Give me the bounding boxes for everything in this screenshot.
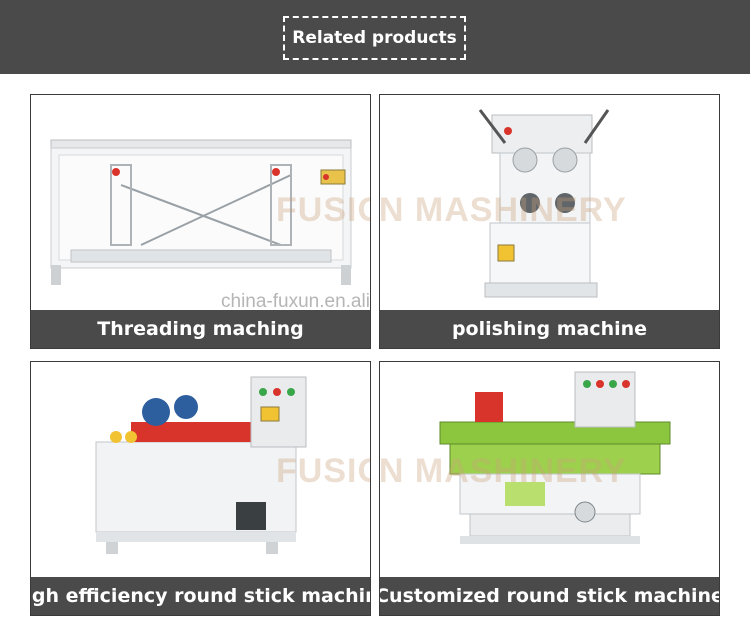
product-caption[interactable]: Threading maching [31, 310, 370, 348]
product-card-threading[interactable]: FUSION MASHINERY china-fuxun.en.alibaba.… [30, 94, 371, 349]
section-title: Related products [283, 16, 466, 60]
header-banner: Related products [0, 0, 750, 74]
product-image-high-efficiency-round-stick-machine[interactable]: FUSION MASHINERY [31, 362, 370, 577]
watermark-url: china-fuxun.en.alibaba.com [221, 291, 370, 312]
product-card-high-efficiency[interactable]: FUSION MASHINERY High efficiency round s… [30, 361, 371, 616]
product-caption[interactable]: polishing machine [380, 310, 719, 348]
product-caption[interactable]: High efficiency round stick machine [31, 577, 370, 615]
product-caption[interactable]: Customized round stick machine [380, 577, 719, 615]
product-image-threading-machine[interactable]: FUSION MASHINERY china-fuxun.en.alibaba.… [31, 95, 370, 312]
product-card-customized[interactable]: FUSION MASHINERY Customized round stick … [379, 361, 720, 616]
product-image-polishing-machine[interactable]: FUSION MASHINERY [380, 95, 719, 310]
product-image-customized-round-stick-machine[interactable]: FUSION MASHINERY [380, 362, 719, 577]
product-card-polishing[interactable]: FUSION MASHINERY polishing machine [379, 94, 720, 349]
